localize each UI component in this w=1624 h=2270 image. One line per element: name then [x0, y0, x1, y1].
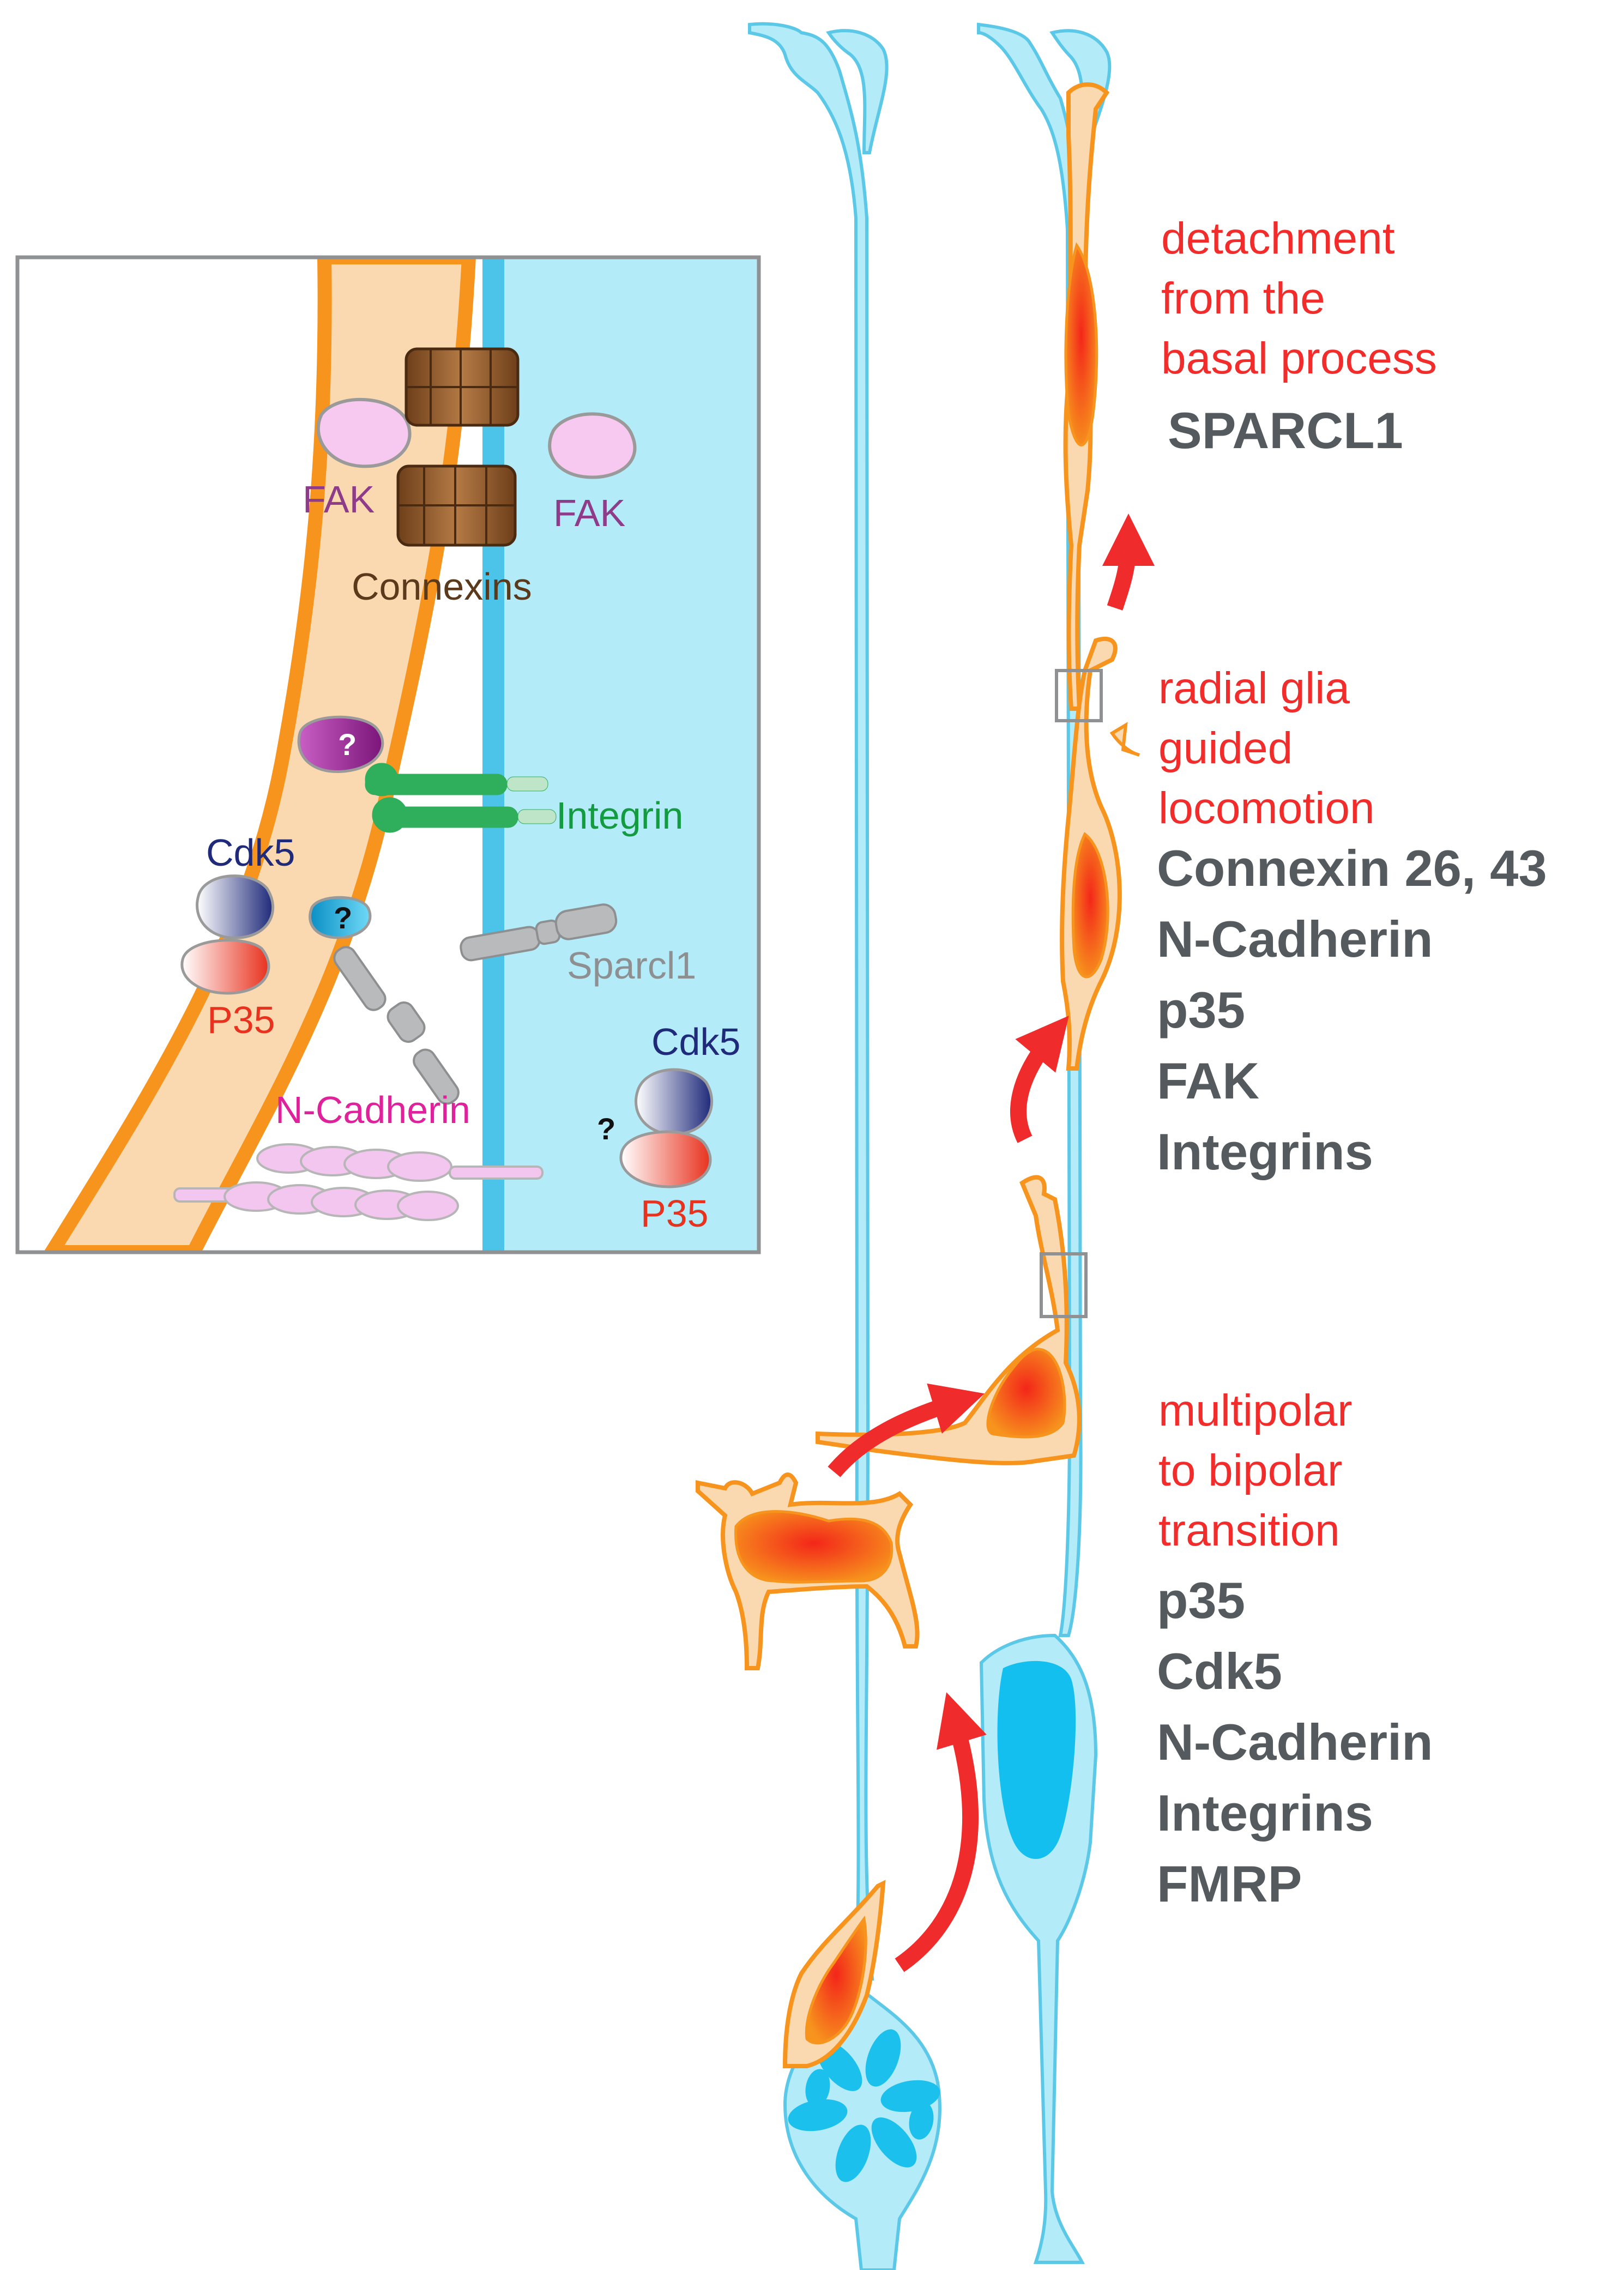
marker-label: Integrins	[1157, 1123, 1373, 1180]
p35-right-label: P35	[641, 1192, 709, 1235]
cdk5-right-shape	[635, 1068, 714, 1136]
cdk5-right-label: Cdk5	[651, 1021, 740, 1063]
marker-label: p35	[1157, 1572, 1245, 1629]
connexin-channels	[396, 347, 520, 547]
marker-label: SPARCL1	[1168, 402, 1403, 459]
inset-neuron-process	[43, 257, 476, 1252]
question-cyan: ?	[334, 901, 352, 935]
zoom-box-upper	[1055, 669, 1103, 722]
neuron-newborn	[782, 1880, 886, 2068]
p35-left-label: P35	[207, 999, 275, 1041]
question-purple-shape	[297, 715, 384, 773]
sparcl1-molecule	[460, 903, 618, 962]
stage-detachment: detachment from the basal process SPARCL…	[1161, 214, 1437, 459]
stage-locomotion: radial glia guided locomotion Connexin 2…	[1157, 663, 1547, 1180]
marker-label: p35	[1157, 981, 1245, 1039]
soma-nucleus-rosette	[788, 2029, 940, 2182]
marker-label: FMRP	[1157, 1855, 1302, 1912]
arrow-2	[828, 1383, 985, 1477]
marker-label: N-Cadherin	[1157, 910, 1433, 968]
marker-label: Integrins	[1157, 1784, 1373, 1842]
stage-title-line: detachment	[1161, 214, 1395, 263]
stage-title-line: locomotion	[1158, 783, 1375, 833]
ncadherin-molecule	[173, 1143, 544, 1221]
migration-arrows	[828, 514, 1155, 1972]
p35-right-shape	[619, 1130, 712, 1188]
arrow-4	[1102, 514, 1155, 611]
arrow-1	[895, 1692, 987, 1972]
question-cyan-shape	[309, 896, 372, 939]
integrin-molecule	[365, 763, 557, 833]
cdk5-left-shape	[196, 874, 275, 939]
ncadherin-label: N-Cadherin	[275, 1089, 470, 1131]
marker-label: Connexin 26, 43	[1157, 840, 1547, 897]
marker-label: Cdk5	[1157, 1643, 1282, 1700]
fak-left-shape	[316, 397, 412, 468]
radial-glia-right-nucleus	[997, 1661, 1076, 1859]
marker-label: N-Cadherin	[1157, 1713, 1433, 1771]
integrin-label: Integrin	[556, 794, 683, 837]
fak-left-label: FAK	[303, 478, 375, 521]
neuron-locomotion	[1060, 636, 1140, 1071]
cdk5-left-label: Cdk5	[206, 831, 295, 874]
radial-glia-left	[748, 22, 889, 1981]
stage-title-line: multipolar	[1158, 1386, 1352, 1435]
stage-title-line: transition	[1158, 1506, 1340, 1555]
cyan-receptor	[333, 946, 460, 1105]
inset-panel: FAK FAK Connexins ?	[15, 255, 761, 1254]
question-right: ?	[597, 1112, 615, 1146]
fak-right-label: FAK	[553, 492, 625, 534]
fak-right-shape	[548, 412, 637, 479]
sparcl1-label: Sparcl1	[567, 944, 696, 987]
p35-left-shape	[180, 939, 270, 995]
stage-multipolar: multipolar to bipolar transition p35 Cdk…	[1157, 1386, 1433, 1912]
marker-label: FAK	[1157, 1052, 1259, 1109]
inset-radial-glia-region	[493, 257, 759, 1252]
question-purple: ?	[338, 727, 357, 762]
neuron-bipolar	[816, 1175, 1082, 1465]
stage-title-line: guided	[1158, 723, 1293, 773]
neuron-detaching	[1063, 82, 1110, 711]
connexins-label: Connexins	[352, 565, 532, 608]
stage-title-line: radial glia	[1158, 663, 1350, 713]
stage-title-line: from the	[1161, 274, 1325, 323]
stage-title-line: to bipolar	[1158, 1446, 1342, 1495]
zoom-box-lower	[1040, 1252, 1088, 1318]
stage-title-line: basal process	[1161, 334, 1437, 383]
arrow-3	[1010, 1016, 1069, 1143]
neuron-multipolar	[696, 1472, 920, 1670]
